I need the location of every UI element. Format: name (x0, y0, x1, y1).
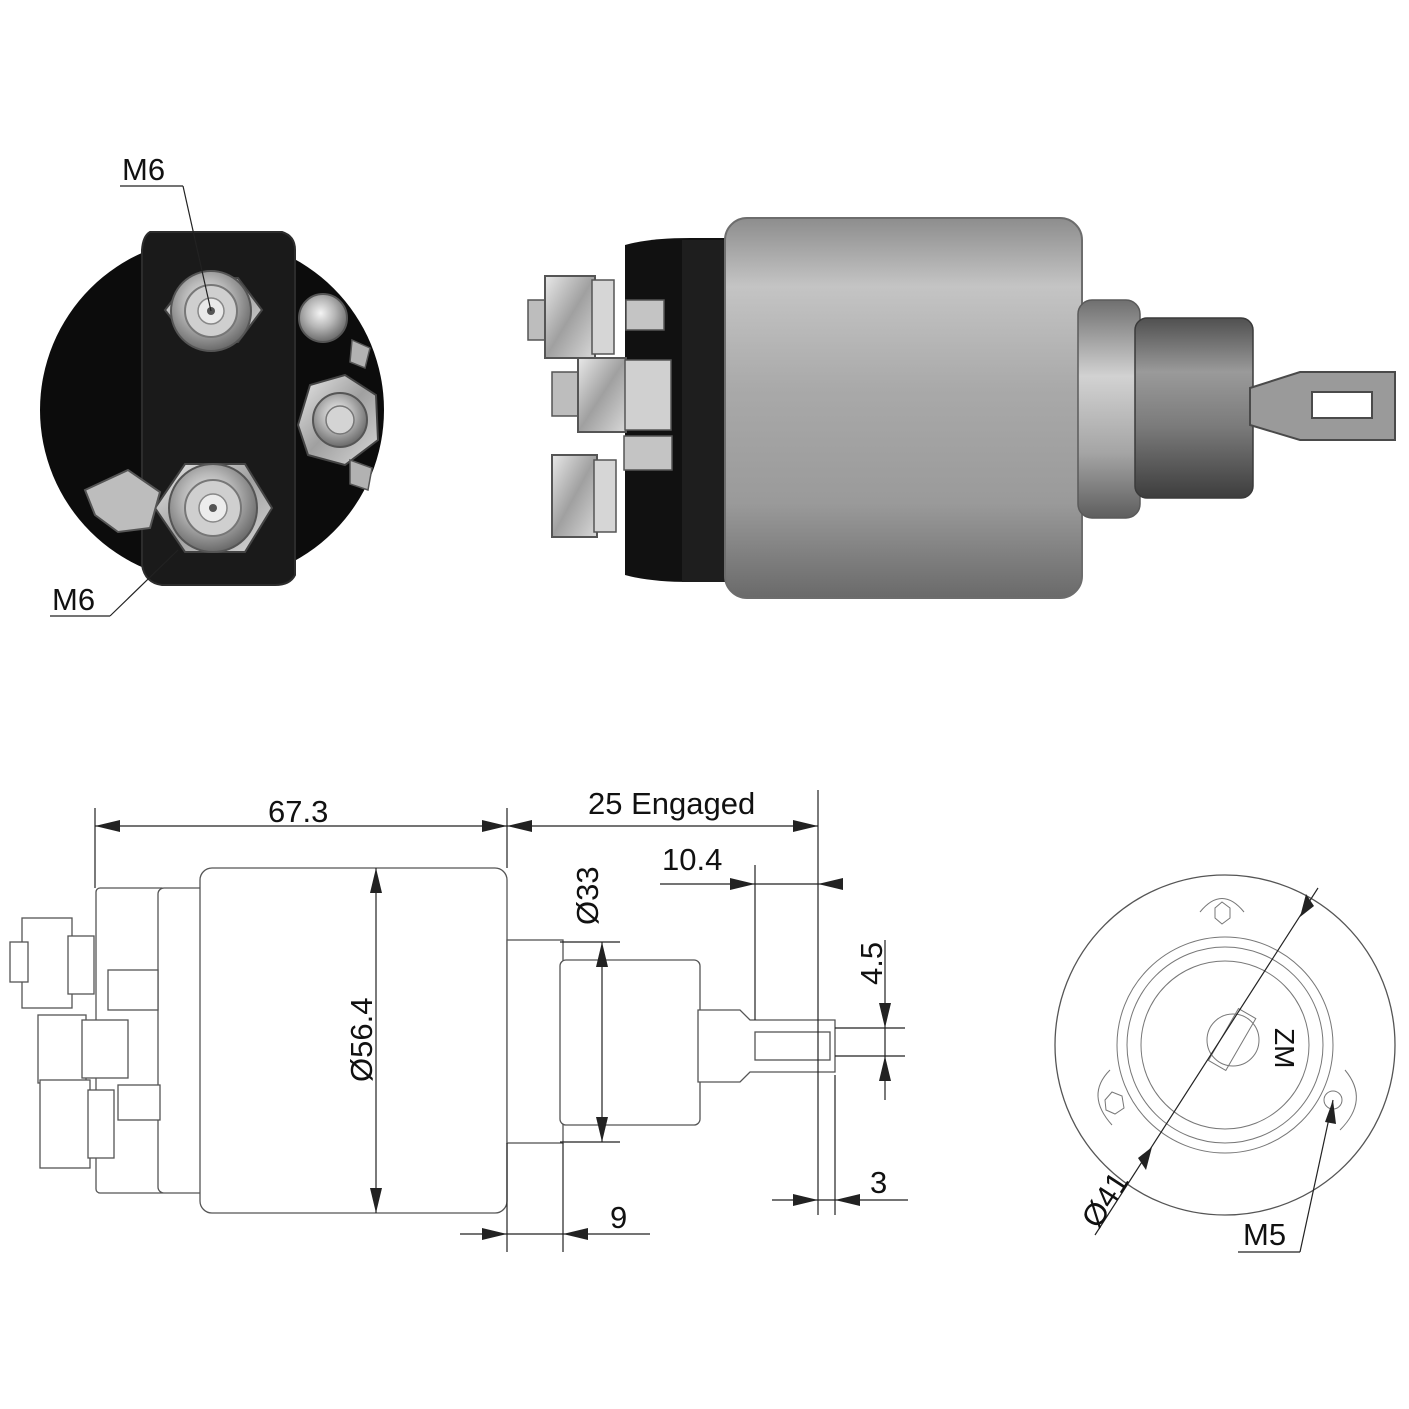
brand-mark: ZM (1269, 1028, 1300, 1068)
side-terminal-nut (296, 293, 380, 491)
leader-bottom-m6-diag (109, 549, 179, 617)
terminal-end-view: M6 M6 (40, 152, 384, 617)
solenoid-side-photo (527, 217, 1396, 599)
drawing-flange (506, 939, 564, 1144)
plunger-body (1134, 317, 1254, 499)
dim-flange-width: 9 (610, 1200, 627, 1235)
label-mount-thread: M5 (1243, 1217, 1286, 1252)
dim-stroke-engaged: 25 Engaged (588, 786, 755, 821)
mounting-end-view-drawing: ZM Ø41 M5 (1054, 874, 1396, 1253)
bottom-spade-tab (83, 468, 162, 534)
dim-tip-thickness: 3 (870, 1165, 887, 1200)
dim-plunger-diameter: Ø33 (570, 866, 605, 925)
leader-top-m6-diag (182, 185, 212, 312)
terminal-studs-side (527, 275, 673, 538)
dim-slot-width: 4.5 (854, 942, 889, 985)
dim-body-diameter: Ø56.4 (344, 998, 379, 1082)
side-view-drawing: 67.3 25 Engaged 10.4 Ø33 4.5 Ø56.4 (9, 786, 908, 1252)
end-view-outer (1054, 874, 1396, 1216)
solenoid-can (724, 217, 1083, 599)
plunger-flange (1077, 299, 1141, 519)
bottom-terminal-nut (153, 463, 274, 553)
drawing-plunger (559, 959, 701, 1126)
label-bottom-m6: M6 (52, 582, 95, 617)
dim-body-length: 67.3 (268, 794, 328, 829)
mounting-holes (1097, 898, 1357, 1131)
dim-plunger-offset: 10.4 (662, 842, 722, 877)
label-top-m6: M6 (122, 152, 165, 187)
